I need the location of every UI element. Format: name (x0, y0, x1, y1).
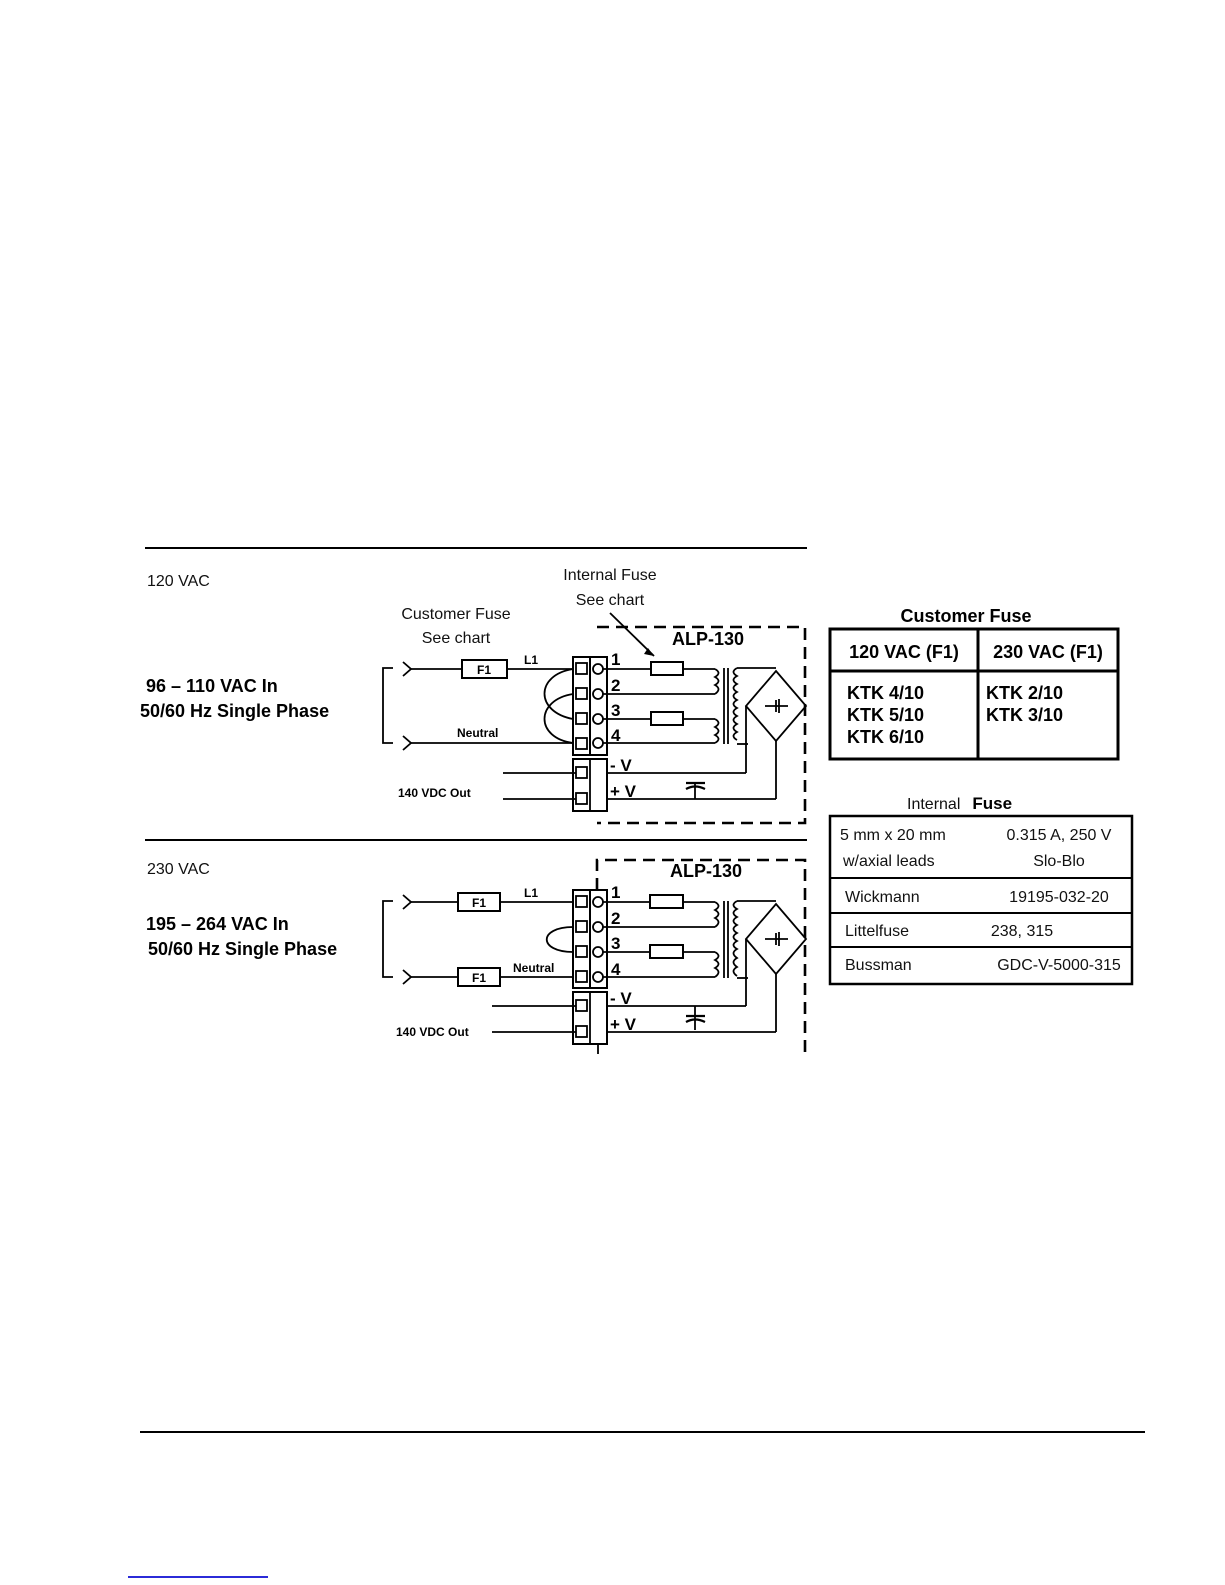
header-230vac: 230 VAC (F1) (993, 642, 1103, 662)
plug-arrow-l1 (402, 661, 413, 677)
diagram-120vac: 120 VAC Customer Fuse See chart Internal… (140, 567, 808, 825)
terminal-4: 4 (611, 726, 621, 745)
module-name-bottom: ALP-130 (670, 861, 742, 881)
plus-v-label-230: + V (610, 1015, 637, 1034)
minus-v-label-230: - V (610, 989, 632, 1008)
fuse-120-2: KTK 5/10 (847, 705, 924, 725)
maker-1: Wickmann (845, 889, 920, 906)
plug-arrow-230-l1 (402, 894, 413, 910)
part-3: GDC-V-5000-315 (997, 957, 1121, 974)
vdc-out-label: 140 VDC Out (398, 786, 471, 800)
secondary-coil (732, 667, 739, 741)
maker-3: Bussman (845, 957, 912, 974)
internal-fuse-230-1 (649, 894, 684, 909)
jumper-1-3 (543, 668, 574, 720)
customer-fuse-callout-line1: Customer Fuse (401, 606, 510, 623)
terminal-2: 2 (611, 676, 620, 695)
internal-fuse-pointer (609, 612, 655, 657)
input-spec-230-line2: 50/60 Hz Single Phase (148, 939, 337, 959)
neutral-label: Neutral (457, 726, 498, 740)
input-bracket (382, 667, 393, 744)
input-bracket-230 (382, 900, 393, 978)
spec-left-1: 5 mm x 20 mm (840, 827, 946, 844)
fuse-120-3: KTK 6/10 (847, 727, 924, 747)
plug-arrow-230-neutral (402, 969, 413, 985)
terminal-230-2: 2 (611, 909, 620, 928)
input-spec-line1: 96 – 110 VAC In (146, 676, 278, 696)
diagram-230vac: 230 VAC 195 – 264 VAC In 50/60 Hz Single… (146, 858, 808, 1056)
internal-fuse-callout-line2: See chart (576, 592, 645, 609)
internal-fuse-title-plain: Internal (907, 796, 960, 813)
vdc-out-label-230: 140 VDC Out (396, 1025, 469, 1039)
internal-wiring-bottom (603, 894, 808, 1033)
internal-fuse-table: Internal Fuse 5 mm x 20 mm w/axial leads… (828, 794, 1134, 986)
terminal-230-3: 3 (611, 934, 620, 953)
spec-right-1: 0.315 A, 250 V (1007, 827, 1112, 844)
module-name-top: ALP-130 (672, 629, 744, 649)
part-2: 238, 315 (991, 923, 1053, 940)
fuse-230-1: KTK 2/10 (986, 683, 1063, 703)
jumper-2-4 (543, 693, 574, 744)
primary-coil-2 (713, 718, 720, 744)
header-120vac: 120 VAC (F1) (849, 642, 959, 662)
capacitor-plate-bottom (685, 785, 706, 790)
internal-fuse-230-2 (649, 944, 684, 959)
minus-v-label: - V (610, 756, 632, 775)
neutral-label-230: Neutral (513, 961, 554, 975)
internal-fuse-title: Internal Fuse (907, 794, 1012, 813)
internal-fuse-frame (828, 814, 1134, 986)
terminal-1: 1 (611, 650, 620, 669)
fuse-f1-neutral-label: F1 (472, 971, 486, 985)
internal-fuse-title-bold: Fuse (972, 794, 1012, 813)
terminal-230-4: 4 (611, 960, 621, 979)
customer-fuse-frame (828, 627, 1120, 761)
l1-label-230: L1 (524, 886, 538, 900)
terminal-230-1: 1 (611, 883, 620, 902)
l1-label: L1 (524, 653, 538, 667)
terminal-3: 3 (611, 701, 620, 720)
maker-2: Littelfuse (845, 923, 909, 940)
primary-coil-1 (713, 668, 720, 695)
section-label-120vac: 120 VAC (147, 573, 210, 590)
internal-fuse-2 (650, 711, 684, 726)
terminal-block-right (589, 656, 608, 756)
internal-fuse-callout-line1: Internal Fuse (563, 567, 656, 584)
terminal-screws (575, 662, 604, 750)
fuse-f1-label: F1 (477, 663, 491, 677)
customer-fuse-callout-line2: See chart (422, 630, 491, 647)
alp130-enclosure (597, 625, 807, 825)
alp130-enclosure-230 (595, 858, 807, 1056)
pointer-arrowhead (644, 648, 654, 656)
customer-fuse-title: Customer Fuse (900, 606, 1031, 626)
terminal-block-right-230 (589, 889, 608, 989)
customer-fuse-table: Customer Fuse 120 VAC (F1) 230 VAC (F1) … (828, 606, 1120, 761)
internal-fuse-1 (650, 661, 684, 676)
input-spec-230-line1: 195 – 264 VAC In (146, 914, 289, 934)
input-spec-line2: 50/60 Hz Single Phase (140, 701, 329, 721)
fuse-230-2: KTK 3/10 (986, 705, 1063, 725)
spec-right-2: Slo-Blo (1033, 853, 1085, 870)
fuse-120-1: KTK 4/10 (847, 683, 924, 703)
fuse-f1-l1-label: F1 (472, 896, 486, 910)
footer-hyperlink-underline[interactable] (128, 1576, 268, 1578)
section-label-230vac: 230 VAC (147, 861, 210, 878)
plus-v-label: + V (610, 782, 637, 801)
part-1: 19195-032-20 (1009, 889, 1109, 906)
jumper-2-3 (545, 926, 574, 953)
internal-wiring-top (603, 661, 808, 800)
spec-left-2: w/axial leads (842, 853, 935, 870)
plug-arrow-neutral (402, 735, 413, 751)
